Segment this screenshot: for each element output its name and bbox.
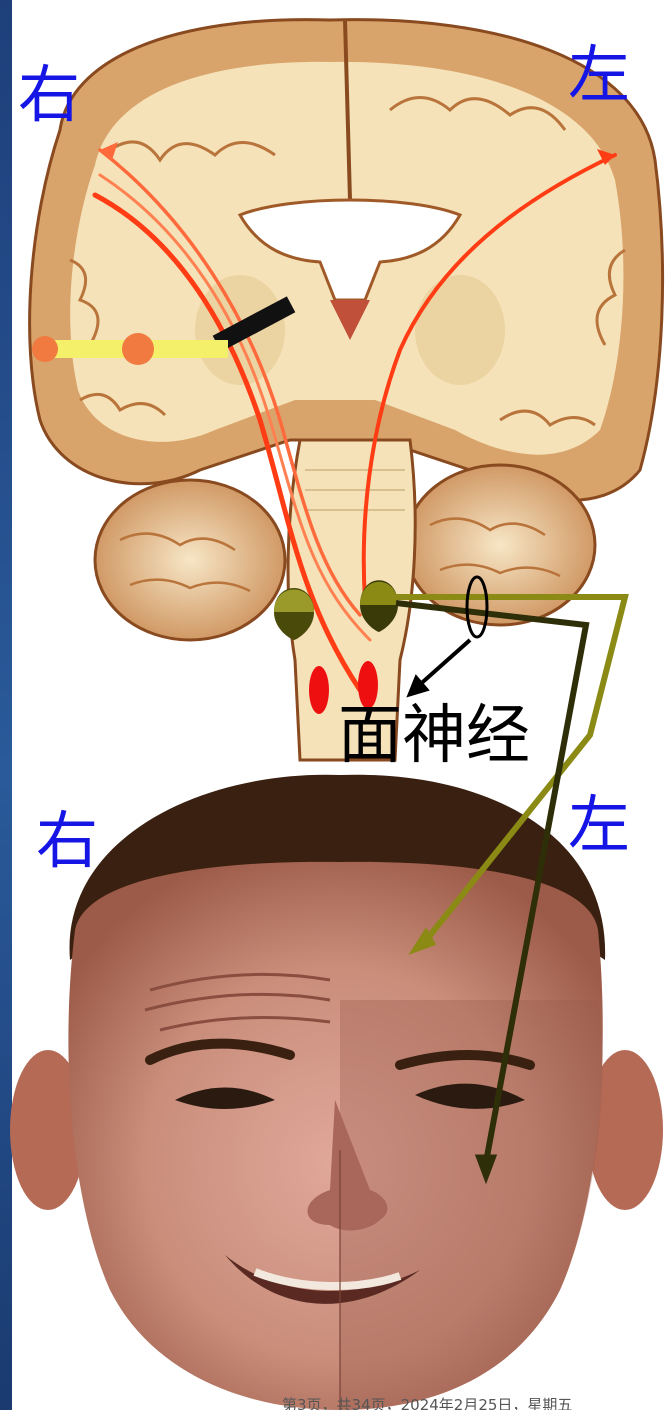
cerebellum-right <box>95 480 285 640</box>
red-nucleus-right <box>309 666 329 714</box>
facial-nerve-label: 面神经 <box>338 704 530 768</box>
face-right-label: 右 <box>36 810 98 872</box>
left-border-strip <box>0 0 12 1410</box>
page-footer: 第3页，共34页，2024年2月25日，星期五 <box>282 1394 572 1410</box>
basal-ganglia-left <box>415 275 505 385</box>
pointer-line <box>416 640 470 688</box>
brain-right-label: 右 <box>18 64 80 126</box>
cerebellum-left <box>405 465 595 625</box>
orange-spot-1 <box>32 336 58 362</box>
brain-section <box>30 20 663 760</box>
face-left-label: 左 <box>568 794 630 856</box>
face <box>10 775 663 1410</box>
orange-spot-2 <box>122 333 154 365</box>
brain-left-label: 左 <box>568 44 630 106</box>
